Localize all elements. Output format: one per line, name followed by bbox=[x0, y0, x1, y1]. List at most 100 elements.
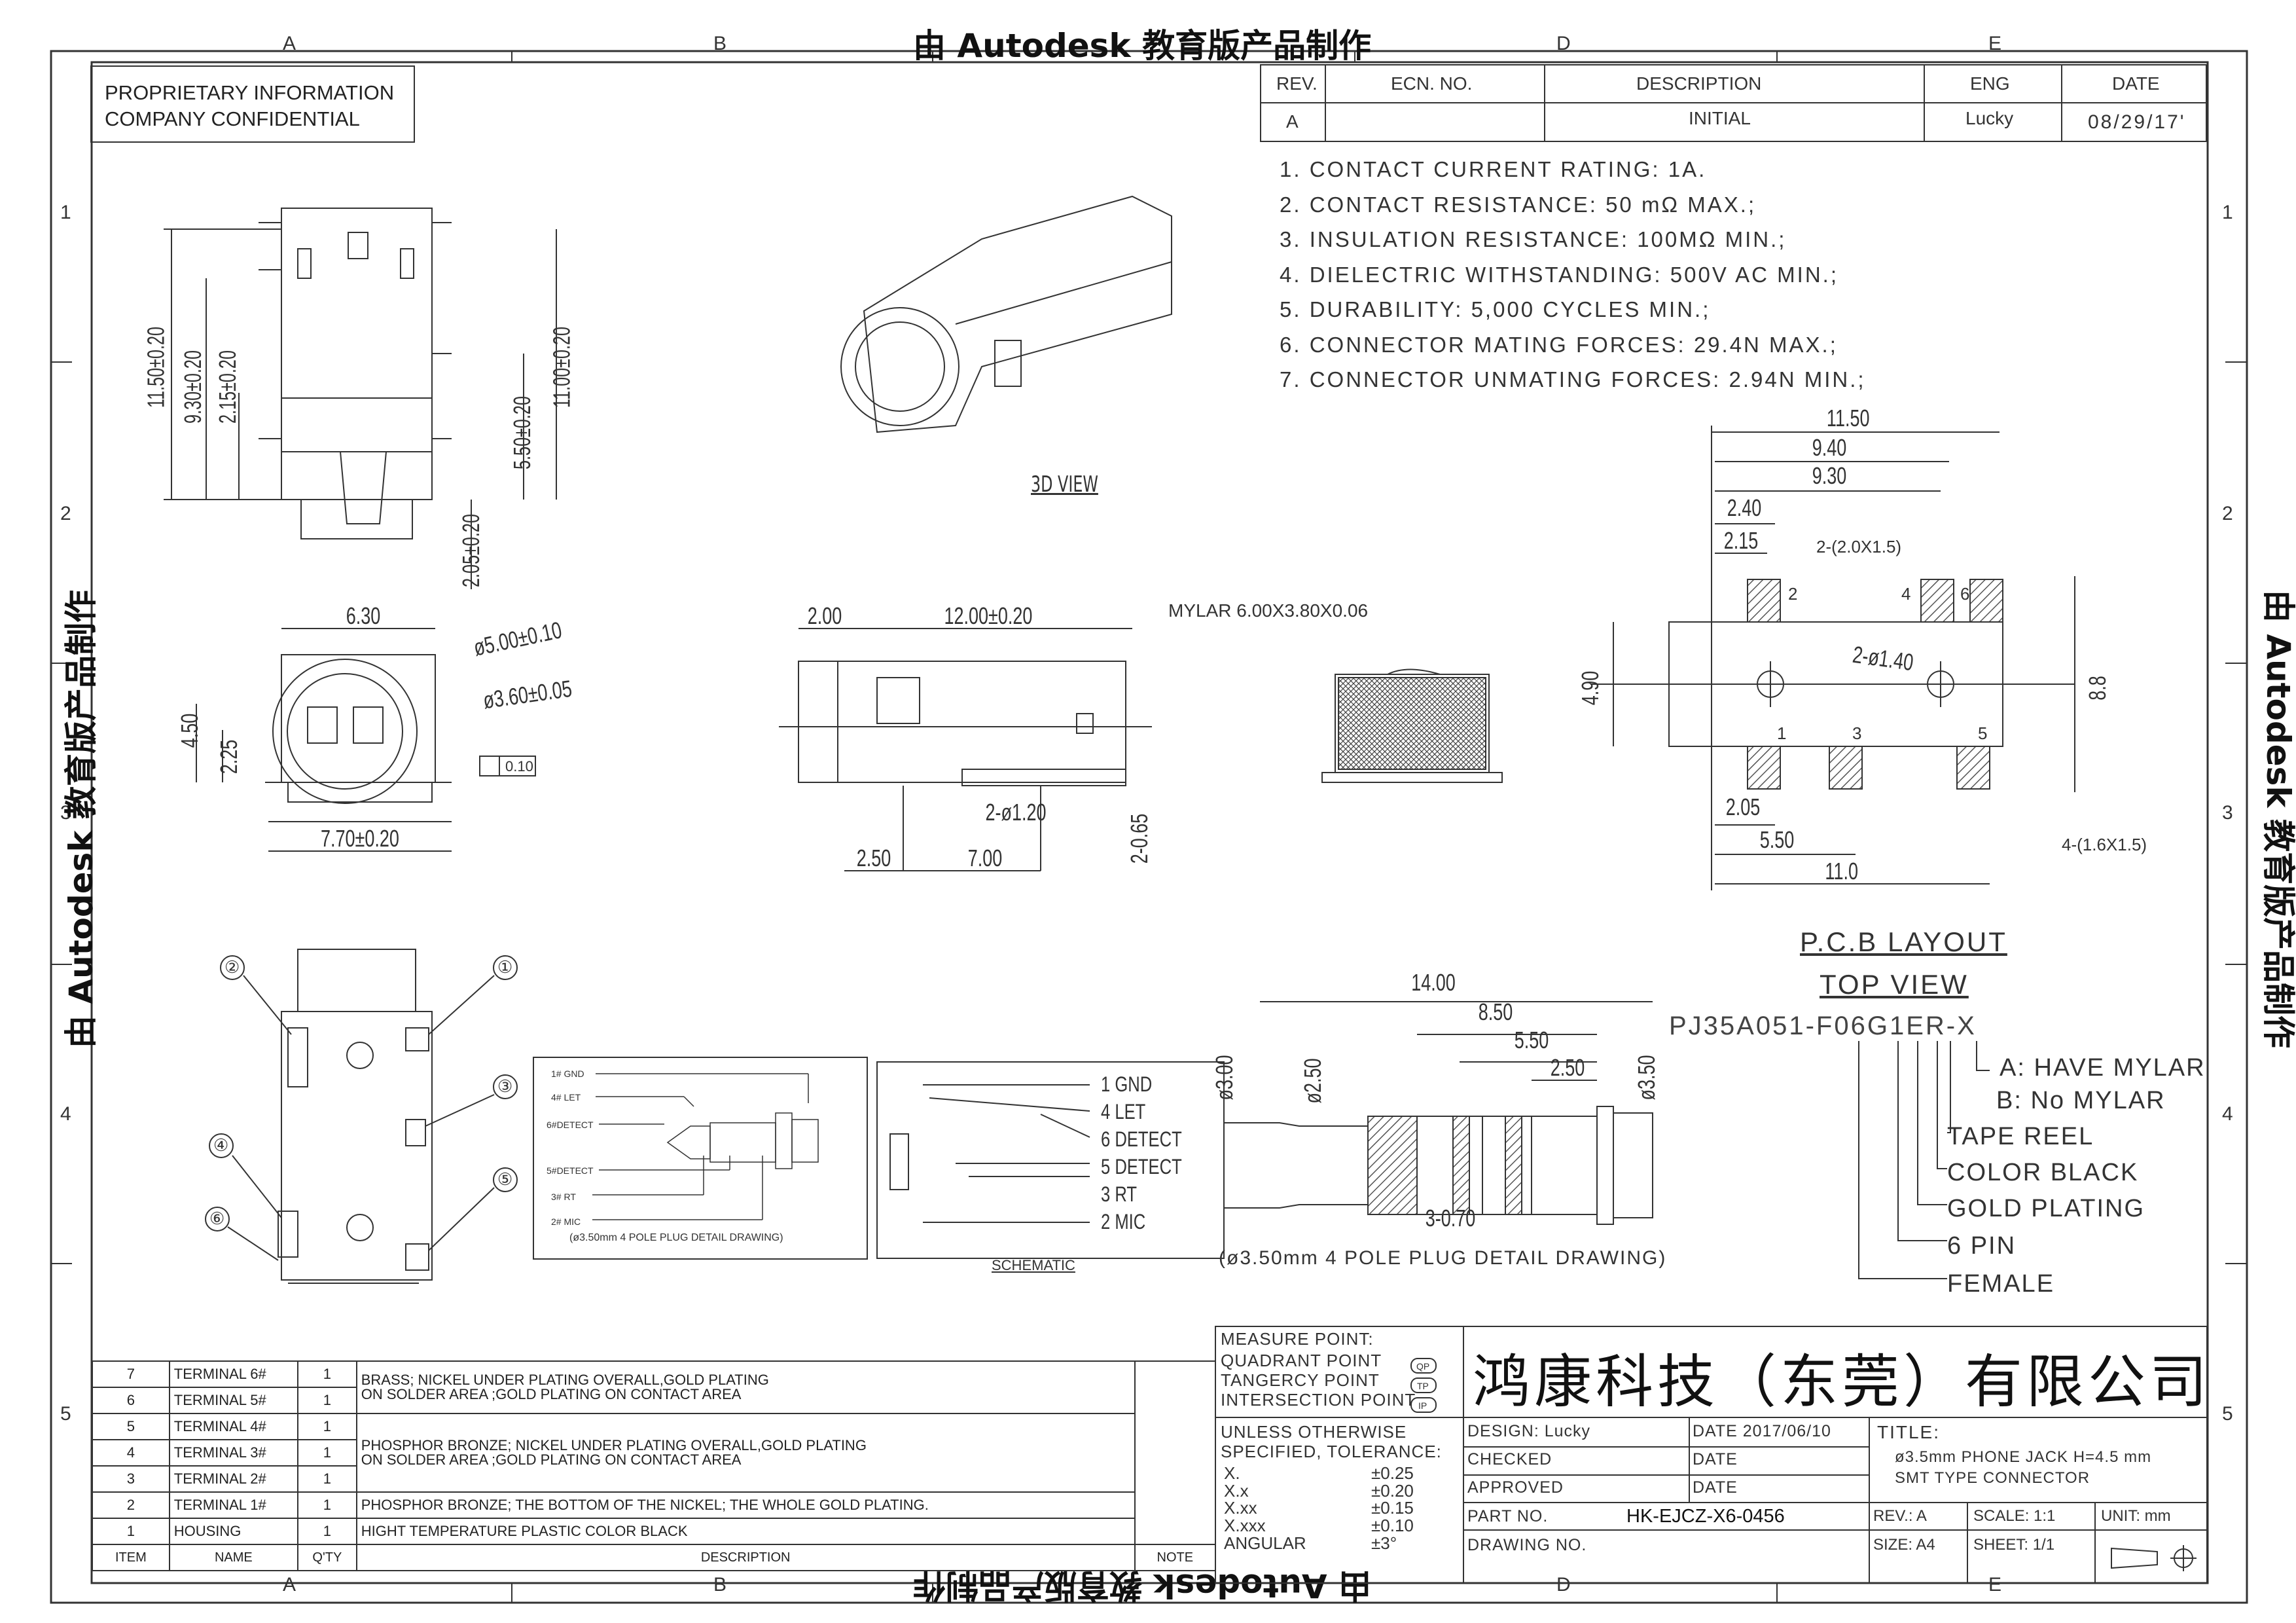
dim-2-25: 2.25 bbox=[215, 739, 243, 775]
zone-col-b-top: B bbox=[713, 33, 727, 54]
part-legend-color: COLOR BLACK bbox=[1947, 1159, 2139, 1186]
dim-4-50: 4.50 bbox=[176, 713, 204, 748]
pcb-dim-4-pads: 4-(1.6X1.5) bbox=[2062, 835, 2147, 854]
pcb-pad-label-4: 4 bbox=[1901, 584, 1911, 604]
rev-row-eng: Lucky bbox=[1965, 108, 2014, 128]
pcb-dim-4-90: 4.90 bbox=[1577, 670, 1604, 706]
note-1: 1. CONTACT CURRENT RATING: 1A. bbox=[1280, 157, 1707, 181]
schem-pin-detect6: 6 DETECT bbox=[1101, 1127, 1182, 1151]
bom-table: 7 TERMINAL 6# 1 BRASS; NICKEL UNDER PLAT… bbox=[92, 1360, 1217, 1571]
bom-item: 2 bbox=[92, 1491, 170, 1519]
bom-qty: 1 bbox=[297, 1518, 357, 1545]
bom-item: 5 bbox=[92, 1413, 170, 1440]
bom-item: 4 bbox=[92, 1439, 170, 1467]
schematic-lines bbox=[889, 1084, 1090, 1223]
pcb-dim-pad-2: 2-(2.0X1.5) bbox=[1816, 537, 1902, 556]
zone-col-d-bottom: D bbox=[1556, 1574, 1571, 1596]
tb-date-3: DATE bbox=[1693, 1478, 1738, 1497]
bom-name: TERMINAL 2# bbox=[168, 1465, 299, 1493]
plug-dim-14-00: 14.00 bbox=[1411, 969, 1456, 996]
dim-7-70: 7.70±0.20 bbox=[320, 825, 399, 852]
rev-header-description: DESCRIPTION bbox=[1636, 73, 1762, 94]
note-5: 5. DURABILITY: 5,000 CYCLES MIN.; bbox=[1280, 297, 1711, 321]
dim-11-00: 11.00±0.20 bbox=[548, 326, 575, 409]
bom-desc-4: HIGHT TEMPERATURE PLASTIC COLOR BLACK bbox=[355, 1518, 1136, 1545]
bom-item: 7 bbox=[92, 1360, 170, 1388]
bom-row: 6 TERMINAL 5# 1 bbox=[92, 1387, 1215, 1414]
zone-row-1-right: 1 bbox=[2222, 202, 2233, 223]
pcb-pad-label-2: 2 bbox=[1788, 584, 1798, 604]
plug-dim-8-50: 8.50 bbox=[1478, 998, 1513, 1025]
part-legend-tape-reel: TAPE REEL bbox=[1947, 1123, 2094, 1150]
bom-header-name: NAME bbox=[168, 1544, 299, 1571]
part-legend-have-mylar: A: HAVE MYLAR bbox=[2000, 1054, 2206, 1082]
callout-6: ⑥ bbox=[209, 1209, 225, 1228]
tol-angular: ANGULAR bbox=[1224, 1533, 1306, 1553]
zone-row-2-right: 2 bbox=[2222, 503, 2233, 524]
schem-pin-detect5: 5 DETECT bbox=[1101, 1155, 1182, 1178]
revision-table bbox=[1260, 64, 2207, 142]
measure-qp: QUADRANT POINT bbox=[1221, 1351, 1382, 1370]
bom-header-qty: Q'TY bbox=[297, 1544, 357, 1571]
plug-dim-dia-2-50: ø2.50 bbox=[1299, 1058, 1327, 1104]
bom-desc-1b: ON SOLDER AREA ;GOLD PLATING ON CONTACT … bbox=[361, 1386, 742, 1402]
zone-row-5-left: 5 bbox=[60, 1403, 71, 1425]
pcb-body bbox=[1590, 621, 2075, 747]
rev-header-ecn: ECN. NO. bbox=[1391, 73, 1473, 94]
schem-pin-gnd: 1 GND bbox=[1101, 1072, 1153, 1096]
tol-x: X. bbox=[1224, 1463, 1240, 1483]
bom-item: 3 bbox=[92, 1465, 170, 1493]
bom-name: HOUSING bbox=[168, 1518, 299, 1545]
rev-header-date: DATE bbox=[2112, 73, 2160, 94]
tb-partno: HK-EJCZ-X6-0456 bbox=[1626, 1506, 1785, 1527]
label-plug-detail: (ø3.50mm 4 POLE PLUG DETAIL DRAWING) bbox=[1219, 1247, 1667, 1269]
label-top-view: TOP VIEW bbox=[1820, 969, 1969, 1000]
bom-row: 5 TERMINAL 4# 1 PHOSPHOR BRONZE; NICKEL … bbox=[92, 1413, 1215, 1493]
tb-date-design: DATE 2017/06/10 bbox=[1693, 1422, 1831, 1440]
tol-xxxx: X.xxx bbox=[1224, 1516, 1266, 1535]
front-view-body bbox=[265, 654, 452, 1284]
proprietary-box: PROPRIETARY INFORMATION COMPANY CONFIDEN… bbox=[90, 65, 415, 143]
tb-title-label: TITLE: bbox=[1877, 1422, 1941, 1442]
label-pcb-layout: P.C.B LAYOUT bbox=[1800, 926, 2007, 957]
note-7: 7. CONNECTOR UNMATING FORCES: 2.94N MIN.… bbox=[1280, 367, 1866, 392]
label-mylar: MYLAR 6.00X3.80X0.06 bbox=[1168, 600, 1369, 621]
tol-title-1: UNLESS OTHERWISE bbox=[1221, 1422, 1407, 1442]
dim-flatness: 0.10 bbox=[505, 758, 533, 775]
bom-header-note: NOTE bbox=[1134, 1544, 1217, 1571]
bom-qty: 1 bbox=[297, 1387, 357, 1414]
plug-dim-2-50: 2.50 bbox=[1550, 1054, 1585, 1081]
bom-row: 3 TERMINAL 2# 1 bbox=[92, 1465, 1215, 1493]
callout-4: ④ bbox=[213, 1135, 229, 1155]
zone-row-5-right: 5 bbox=[2222, 1403, 2233, 1425]
measure-tp-code: TP bbox=[1417, 1381, 1429, 1391]
schem-pin-let: 4 LET bbox=[1101, 1100, 1146, 1123]
proprietary-line-2: COMPANY CONFIDENTIAL bbox=[105, 107, 360, 130]
part-legend-no-mylar: B: No MYLAR bbox=[1996, 1087, 2166, 1114]
dim-2-05: 2.05±0.20 bbox=[457, 514, 484, 587]
bom-header: ITEM NAME Q'TY DESCRIPTION NOTE bbox=[92, 1544, 1217, 1571]
note-6: 6. CONNECTOR MATING FORCES: 29.4N MAX.; bbox=[1280, 333, 1838, 357]
tb-drawing-no: DRAWING NO. bbox=[1467, 1536, 1587, 1554]
callout-3: ③ bbox=[497, 1076, 513, 1096]
part-legend-6pin: 6 PIN bbox=[1947, 1232, 2017, 1260]
tb-partno-label: PART NO. bbox=[1467, 1507, 1549, 1525]
note-2: 2. CONTACT RESISTANCE: 50 mΩ MAX.; bbox=[1280, 192, 1757, 217]
tol-xx-val: ±0.20 bbox=[1371, 1481, 1414, 1501]
pin-view-body bbox=[205, 949, 518, 1281]
bom-qty: 1 bbox=[297, 1439, 357, 1467]
plug-pin-detect5: 5#DETECT bbox=[547, 1165, 594, 1176]
dim-2-00: 2.00 bbox=[807, 602, 842, 629]
zone-col-d-top: D bbox=[1556, 33, 1571, 54]
zone-row-4-left: 4 bbox=[60, 1103, 71, 1125]
pcb-dim-2-15: 2.15 bbox=[1723, 527, 1759, 554]
bom-name: TERMINAL 5# bbox=[168, 1387, 299, 1414]
tol-xxx-val: ±0.15 bbox=[1371, 1498, 1414, 1518]
zone-row-3-right: 3 bbox=[2222, 802, 2233, 824]
watermark-top: 由 Autodesk 教育版产品制作 bbox=[913, 27, 1372, 65]
label-plug-detail-small: (ø3.50mm 4 POLE PLUG DETAIL DRAWING) bbox=[569, 1232, 783, 1243]
dim-5-50: 5.50±0.20 bbox=[508, 396, 535, 469]
pcb-dim-11-0: 11.0 bbox=[1825, 858, 1858, 884]
callout-1: ① bbox=[497, 957, 513, 977]
